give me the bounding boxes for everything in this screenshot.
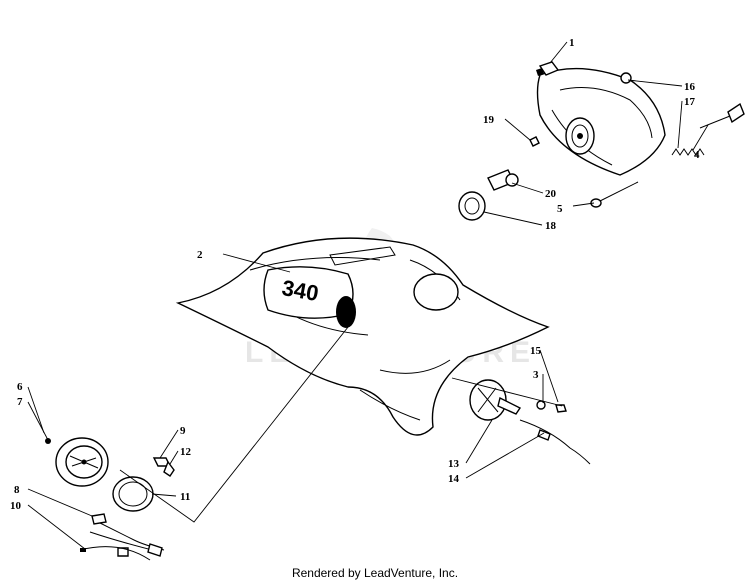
callout-4: 4	[694, 149, 700, 161]
callout-3: 3	[533, 369, 539, 381]
bezel-part-13	[469, 379, 522, 421]
wire-part-10	[79, 546, 151, 561]
callout-14: 14	[448, 473, 460, 485]
callout-1: 1	[569, 37, 575, 49]
bulb-part-19	[529, 136, 540, 147]
nut-part-15	[555, 404, 567, 413]
callout-18: 18	[545, 220, 557, 232]
callout-19: 19	[483, 114, 495, 126]
headlight-housing	[536, 67, 666, 176]
clip-part-12	[163, 460, 175, 477]
assembly-guide-line	[451, 377, 563, 407]
callout-6: 6	[17, 381, 23, 393]
callout-10: 10	[10, 500, 22, 512]
bulb-socket-part-20	[487, 169, 519, 191]
callout-2: 2	[197, 249, 203, 261]
callout-12: 12	[180, 446, 192, 458]
callout-15: 15	[530, 345, 542, 357]
decal-part-2: 340	[263, 266, 356, 328]
callout-7: 7	[17, 396, 23, 408]
ring-part-11	[112, 476, 154, 512]
callout-20: 20	[545, 188, 557, 200]
screw-part-5	[590, 181, 639, 208]
adjuster-part-4	[699, 102, 745, 129]
spring-part-17	[671, 148, 705, 156]
callout-16: 16	[684, 81, 696, 93]
callout-13: 13	[448, 458, 460, 470]
cable-part-14	[519, 419, 591, 465]
screw-part-3	[536, 400, 546, 410]
callout-9: 9	[180, 425, 186, 437]
callout-11: 11	[180, 491, 190, 503]
leader-lines	[27, 41, 709, 550]
gauge-part-6	[55, 437, 109, 487]
harness-part-8	[89, 513, 165, 557]
connector-line	[119, 321, 353, 523]
callout-5: 5	[557, 203, 563, 215]
bolt-part-7	[45, 438, 51, 444]
bezel-nut-part-18	[458, 191, 486, 221]
callout-8: 8	[14, 484, 20, 496]
rendered-by-footer: Rendered by LeadVenture, Inc.	[291, 566, 459, 580]
callout-17: 17	[684, 96, 696, 108]
grommet-part-16	[620, 72, 632, 84]
clip-part-1	[536, 61, 560, 76]
